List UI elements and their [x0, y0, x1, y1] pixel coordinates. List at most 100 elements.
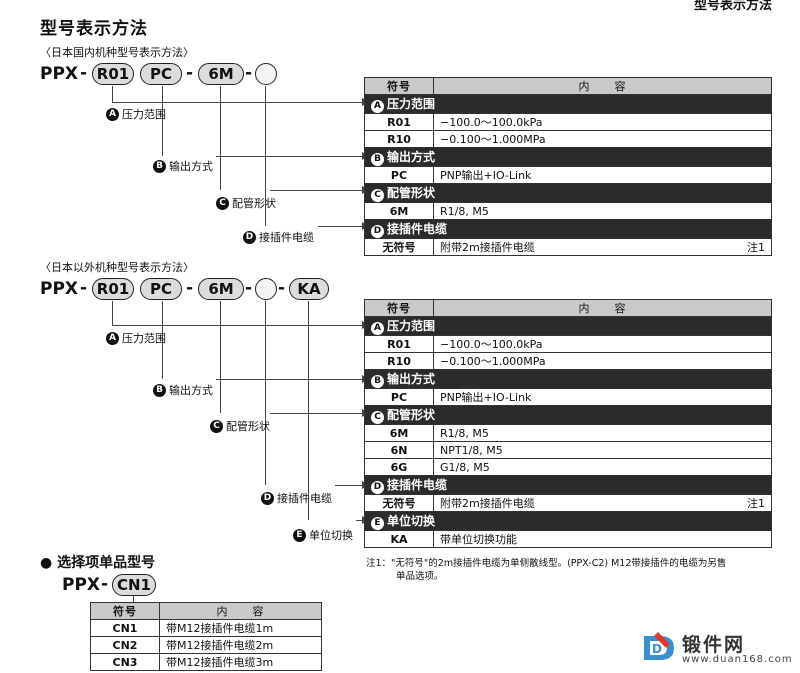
badge-e-icon: E: [293, 528, 306, 542]
badge-a-icon: A: [106, 107, 119, 121]
section2-pill-unit: KA: [289, 278, 329, 300]
svg-text:D: D: [652, 642, 662, 656]
connector-line: [335, 485, 362, 486]
section2-dash-4: -: [278, 278, 286, 298]
connector-line: [308, 301, 309, 520]
label-output-type: B 输出方式: [153, 382, 213, 398]
section1-pill-piping: 6M: [198, 63, 244, 85]
connector-line: [220, 86, 221, 190]
logo-url: www.duan168.com: [682, 654, 793, 665]
badge-d-icon: D: [261, 491, 274, 505]
section1-dash-2: -: [186, 63, 194, 83]
connector-line: [356, 520, 362, 521]
table-row: R01−100.0～100.0kPa: [364, 335, 772, 353]
label-piping-shape: C 配管形状: [210, 418, 270, 434]
table-row: R10−0.100～1.000MPa: [364, 130, 772, 148]
note-ref: 注1: [747, 241, 765, 254]
label-pressure-range: A 压力范围: [106, 330, 166, 346]
corner-title: 型号表示方法: [693, 0, 772, 13]
label-connector-cable: D 接插件电缆: [261, 490, 332, 506]
section1-dash-3: -: [245, 63, 253, 83]
badge-b-icon: B: [153, 383, 166, 397]
connector-line: [162, 86, 163, 156]
connector-line: [216, 156, 362, 157]
bullet-icon: ●: [40, 555, 53, 571]
section1-subtitle: 〈日本国内机种型号表示方法〉: [40, 46, 194, 59]
options-prefix: PPX: [62, 575, 101, 595]
options-pill-cn1: CN1: [112, 574, 156, 596]
table-row: 无符号附带2m接插件电缆注1: [364, 238, 772, 256]
badge-b-icon: B: [153, 159, 166, 173]
section2-dash-2: -: [186, 278, 194, 298]
footnote: 注1："无符号"的2m接插件电缆为单侧散线型。(PPX-C2) M12带接插件的…: [366, 558, 727, 582]
label-piping-shape: C 配管形状: [216, 195, 276, 211]
connector-line: [216, 379, 362, 380]
connector-line: [133, 596, 134, 602]
connector-line: [318, 226, 362, 227]
table-row: 无符号附带2m接插件电缆注1: [364, 494, 772, 512]
label-unit-switch: E 单位切换: [293, 527, 353, 543]
connector-line: [112, 325, 362, 326]
section2-subtitle: 〈日本以外机种型号表示方法〉: [40, 261, 194, 274]
connector-line: [112, 102, 362, 103]
section1-pill-pressure: R01: [92, 63, 134, 85]
section2-pill-cable: [255, 278, 277, 300]
label-output-type: B 输出方式: [153, 158, 213, 174]
badge-d-icon: D: [243, 230, 256, 244]
section1-pill-output: PC: [140, 63, 182, 85]
badge-a-icon: A: [106, 331, 119, 345]
table-row: R01−100.0～100.0kPa: [364, 113, 772, 131]
section2-prefix: PPX: [40, 279, 79, 299]
logo-name: 锻件网: [682, 634, 746, 656]
page-title: 型号表示方法: [40, 19, 148, 39]
section1-dash: -: [80, 63, 88, 83]
options-heading: ● 选择项单品型号: [40, 555, 156, 571]
section2-pill-output: PC: [140, 278, 182, 300]
connector-line: [162, 301, 163, 379]
label-connector-cable: D 接插件电缆: [243, 229, 314, 245]
section2-dash: -: [80, 278, 88, 298]
connector-line: [220, 301, 221, 413]
connector-line: [270, 190, 362, 191]
section1-pill-cable: [255, 63, 277, 85]
section2-pill-piping: 6M: [198, 278, 244, 300]
connector-line: [265, 86, 266, 226]
connector-line: [270, 413, 362, 414]
label-pressure-range: A 压力范围: [106, 106, 166, 122]
section2-dash-3: -: [245, 278, 253, 298]
badge-c-icon: C: [216, 196, 229, 210]
connector-line: [265, 301, 266, 485]
section1-prefix: PPX: [40, 64, 79, 84]
connector-line: [112, 86, 113, 102]
table-row: R10−0.100～1.000MPa: [364, 352, 772, 370]
section2-pill-pressure: R01: [92, 278, 134, 300]
options-dash: -: [101, 574, 109, 594]
connector-line: [112, 301, 113, 325]
note-ref: 注1: [747, 497, 765, 510]
badge-c-icon: C: [210, 419, 223, 433]
site-logo: D 锻件网 www.duan168.com: [640, 628, 793, 670]
logo-mark-icon: D: [644, 632, 674, 660]
